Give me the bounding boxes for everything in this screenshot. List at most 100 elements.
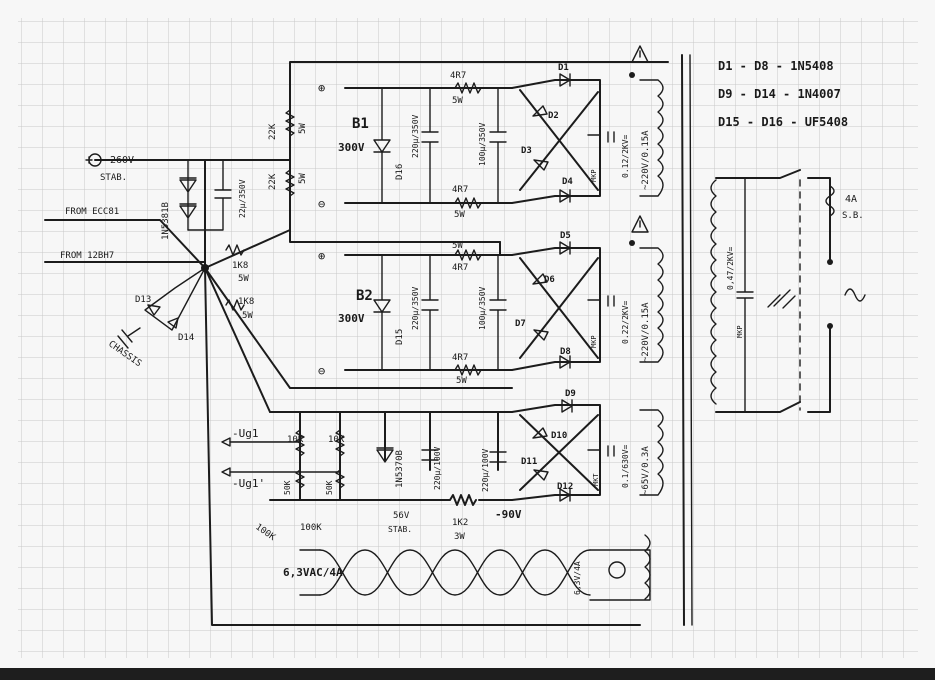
b1-mkp: MKP (590, 169, 598, 182)
primary-block (710, 169, 866, 413)
b1-d4: D4 (562, 177, 573, 187)
b2-4r7-top-w: 5W (452, 241, 463, 251)
ug1-a-label: -Ug1 (232, 427, 259, 440)
r1k2-watt-label: 3W (454, 532, 465, 542)
pot50k-b-label: 50K (325, 480, 334, 495)
b2-mkp: MKP (590, 335, 598, 348)
fuse-sub-label: S.B. (842, 211, 864, 221)
b1-d16: D16 (395, 164, 405, 180)
zener-stack-labels: 1N5381B 22µ/350V D13 D14 1K8 5W 1K8 5W (135, 179, 254, 343)
stab260-sub-label: STAB. (100, 173, 127, 183)
d10-label: D10 (551, 431, 567, 441)
b2-4r7-bot-w: 5W (456, 376, 467, 386)
mkt-label: MKT (592, 473, 600, 486)
d9-label: D9 (565, 389, 576, 399)
bias-block (221, 399, 664, 506)
b2-plus: ⊕ (318, 249, 325, 263)
b1-4r7-bot-w: 5W (454, 210, 465, 220)
divider-line-2 (689, 54, 693, 626)
ug1-b-label: -Ug1' (232, 477, 265, 490)
stab260-label: 260V (110, 155, 134, 166)
primary-labels: 0,47/2KV= MKP 4A S.B. (726, 194, 864, 338)
r1k2-label: 1K2 (452, 518, 468, 528)
b2-cap1: 220µ/350V (411, 286, 420, 330)
d11-label: D11 (521, 457, 537, 467)
bottom-edge (0, 668, 935, 680)
b2-filter-cap: 0.22/2KV= (621, 300, 630, 344)
d12-label: D12 (557, 482, 573, 492)
r10k-b-label: 10K (328, 435, 345, 445)
b2-label: B2 (356, 288, 373, 304)
heater-twisted-pair (299, 534, 651, 601)
b2-d5: D5 (560, 231, 571, 241)
b2-d15: D15 (395, 329, 405, 345)
b1-cap1: 220µ/350V (411, 114, 420, 158)
bias-labels: -Ug1 -Ug1' 10K 10K 50K 50K 100K 100K 1N5… (232, 389, 651, 543)
legend-line-2: D9 - D14 - 1N4007 (718, 87, 841, 101)
d13-label: D13 (135, 295, 151, 305)
primary-cap-label: 0,47/2KV= (726, 246, 735, 290)
zener-56v-sub-label: STAB. (388, 525, 412, 534)
b1-block (285, 45, 669, 243)
b2-4r7-top: 4R7 (452, 263, 468, 273)
d14-label: D14 (178, 333, 194, 343)
b2-cap2: 100µ/350V (478, 286, 487, 330)
b1-4r7-bot: 4R7 (452, 185, 468, 195)
from-12bh7-label: FROM 12BH7 (60, 251, 114, 261)
heater-winding-label: 6,3V/4A (573, 561, 582, 595)
b1-cap2: 100µ/350V (478, 122, 487, 166)
r1k8-a-label: 1K8 (232, 261, 248, 271)
r100k-b-label: 100K (300, 523, 322, 533)
b2-minus: ⊖ (318, 364, 325, 378)
heater-labels: 6,3VAC/4A 6,3V/4A (283, 561, 582, 595)
r10k-a-label: 10K (287, 435, 304, 445)
b1-winding: ~220V/0.15A (641, 130, 651, 190)
b1-voltage: 300V (338, 141, 365, 154)
bias-winding: ~65V/0.3A (641, 446, 651, 495)
b1-minus: ⊖ (318, 197, 325, 211)
heater-label: 6,3VAC/4A (283, 566, 343, 579)
b2-labels: ⊕ ⊖ B2 300V D15 220µ/350V 100µ/350V 4R7 … (318, 231, 651, 386)
b1-4r7-top-w: 5W (452, 96, 463, 106)
fuse-label: 4A (845, 194, 857, 205)
zener-1n5370b-label: 1N5370B (395, 450, 405, 488)
legend-line-3: D15 - D16 - UF5408 (718, 115, 848, 129)
b1-d3: D3 (521, 146, 532, 156)
b1-plus: ⊕ (318, 81, 325, 95)
zener-56v-label: 56V (393, 511, 410, 521)
b1-r22k-top: 22K (268, 123, 278, 140)
r1k8-b-watt-label: 5W (242, 311, 253, 321)
b1-4r7-top: 4R7 (450, 71, 466, 81)
b2-block (344, 215, 664, 376)
b2-4r7-bot: 4R7 (452, 353, 468, 363)
b1-labels: ⊕ ⊖ B1 300V 22K 5W 22K 5W D16 220µ/350V … (268, 63, 651, 220)
r1k8-b-label: 1K8 (238, 297, 254, 307)
b1-label: B1 (352, 116, 369, 132)
b1-filter-cap: 0.12/2KV= (621, 134, 630, 178)
bias-filter-cap: 0.1/630V= (621, 444, 630, 488)
primary-mkp-label: MKP (736, 325, 744, 338)
neg90-label: -90V (495, 508, 522, 521)
b1-r22k-bot-w: 5W (298, 173, 308, 184)
bias-cap-a-label: 220µ/100V (433, 446, 442, 490)
divider-line (681, 54, 685, 626)
zener-1n5381b-label: 1N5381B (161, 202, 171, 240)
legend: D1 - D8 - 1N5408 D9 - D14 - 1N4007 D15 -… (718, 59, 848, 129)
b1-d2: D2 (548, 111, 559, 121)
b2-d8: D8 (560, 347, 571, 357)
legend-line-1: D1 - D8 - 1N5408 (718, 59, 834, 73)
graph-paper-grid (18, 18, 918, 658)
bias-cap-b-label: 220µ/100V (481, 448, 490, 492)
pot50k-a-label: 50K (283, 480, 292, 495)
b1-r22k-bot: 22K (268, 173, 278, 190)
input-stage (44, 153, 641, 626)
b2-winding: ~220V/0.15A (641, 302, 651, 362)
b2-d6: D6 (544, 275, 555, 285)
r1k8-a-watt-label: 5W (238, 274, 249, 284)
b1-r22k-top-w: 5W (298, 123, 308, 134)
b2-d7: D7 (515, 319, 526, 329)
zener-cap-label: 22µ/350V (238, 179, 247, 218)
b1-d1: D1 (558, 63, 569, 73)
